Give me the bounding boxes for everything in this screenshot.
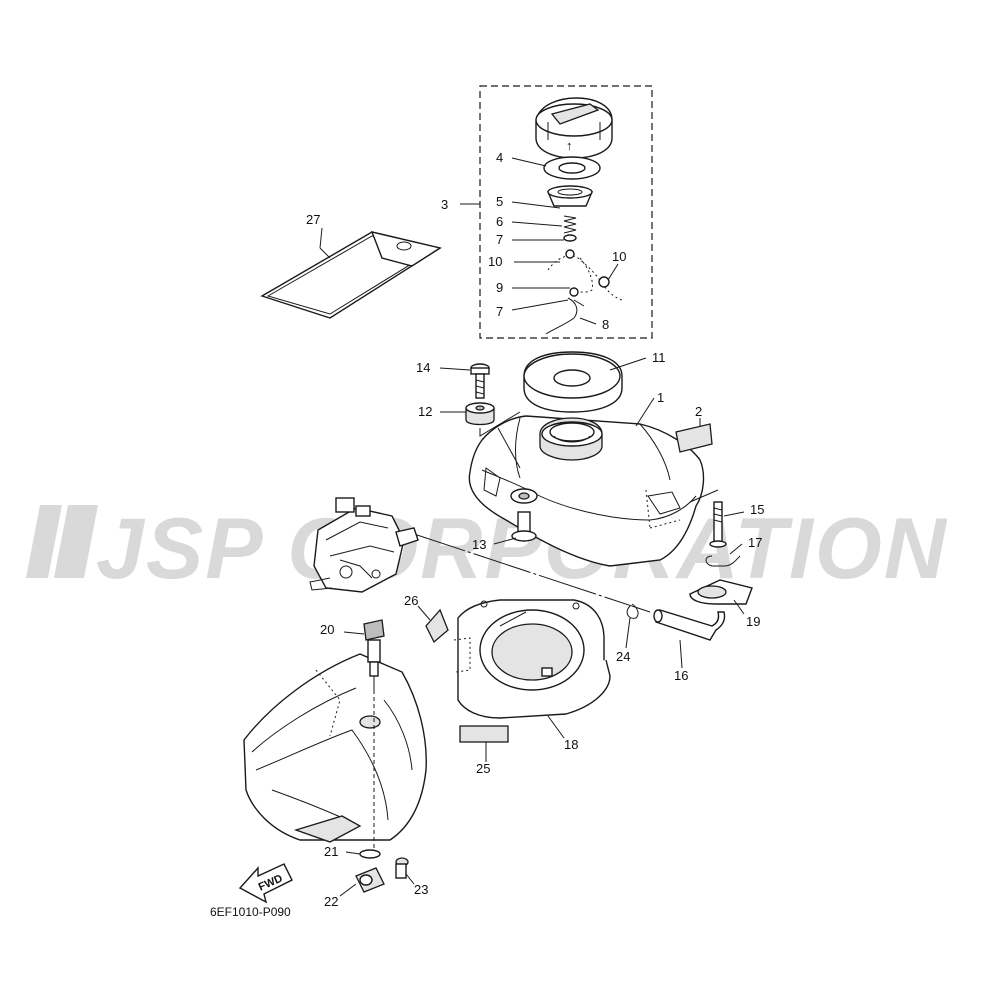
label-part-11: 11 [652, 350, 666, 365]
label-part-15: 15 [750, 502, 764, 517]
part-22-drain [355, 867, 385, 893]
part-14-bolt [470, 363, 490, 399]
watermark: JSP CORPORATION [26, 501, 946, 597]
diagram-code: 6EF1010-P090 [210, 905, 291, 919]
part-9-10-chain [545, 249, 623, 335]
part-17-clip [705, 555, 741, 567]
label-part-7a: 7 [496, 232, 503, 247]
fuel-line-dashed [407, 531, 651, 613]
part-27-pouch [260, 227, 442, 319]
part-12-grommet [465, 402, 495, 426]
part-7-washer [563, 234, 577, 242]
part-11-ring [523, 351, 623, 413]
part-19-bracket [689, 579, 753, 605]
part-6-spring [563, 215, 577, 234]
part-21-oring [359, 849, 381, 859]
label-part-13: 13 [472, 537, 486, 552]
part-5-valve [546, 185, 594, 207]
label-part-23: 23 [414, 882, 428, 897]
carburetor [309, 497, 419, 593]
part-15-bolt [709, 501, 727, 548]
label-part-6: 6 [496, 214, 503, 229]
label-part-14: 14 [416, 360, 430, 375]
label-part-19: 19 [746, 614, 760, 629]
part-number-labels: 1 2 3 4 5 6 7 10 9 7 8 10 11 12 13 14 15… [306, 150, 764, 909]
label-part-21: 21 [324, 844, 338, 859]
label-part-27: 27 [306, 212, 320, 227]
label-part-3: 3 [441, 197, 448, 212]
label-part-20: 20 [320, 622, 334, 637]
cap-assy-boundary [479, 85, 653, 339]
leader-15-tank [689, 489, 719, 503]
label-part-17: 17 [748, 535, 762, 550]
label-part-16: 16 [674, 668, 688, 683]
label-part-26: 26 [404, 593, 418, 608]
part-25-label [459, 725, 509, 743]
label-part-8: 8 [602, 317, 609, 332]
cap-mark: ↑ [566, 138, 573, 153]
lower-cowling [243, 653, 427, 843]
part-16-hose [653, 609, 726, 641]
part-4-gasket [543, 156, 601, 180]
jsp-logo [26, 505, 98, 578]
part-26-label [425, 608, 449, 644]
part-18-housing [453, 599, 611, 719]
part-2-label [675, 418, 713, 453]
leader-lines [339, 157, 745, 897]
fuel-cap: ↑ [535, 97, 613, 159]
fwd-arrow-icon: FWD [238, 863, 293, 904]
label-part-4: 4 [496, 150, 503, 165]
label-part-2: 2 [695, 404, 702, 419]
label-part-9: 9 [496, 280, 503, 295]
leader-12-tank [479, 411, 521, 437]
label-part-18: 18 [564, 737, 578, 752]
label-part-24: 24 [616, 649, 630, 664]
label-part-25: 25 [476, 761, 490, 776]
label-part-10b: 10 [612, 249, 626, 264]
label-part-22: 22 [324, 894, 338, 909]
label-part-12: 12 [418, 404, 432, 419]
label-part-1: 1 [657, 390, 664, 405]
part-13-collar [511, 511, 537, 542]
label-part-7b: 7 [496, 304, 503, 319]
part-20-connector [363, 619, 385, 690]
leader-tank-left [497, 427, 521, 469]
label-part-10a: 10 [488, 254, 502, 269]
part-23-screw [395, 857, 409, 879]
label-part-5: 5 [496, 194, 503, 209]
